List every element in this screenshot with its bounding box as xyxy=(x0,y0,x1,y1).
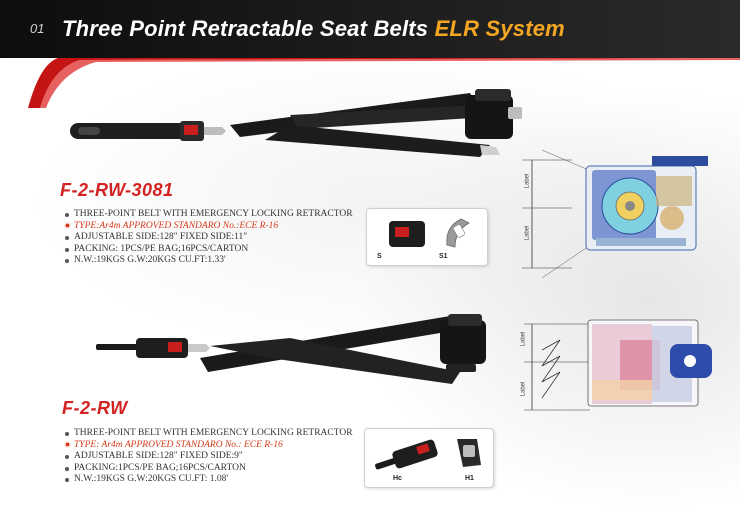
product-2-dimension-label-top: Label xyxy=(520,331,527,347)
spec-item: N.W.:19KGS G.W:20KGS CU.FT:1.33' xyxy=(64,255,353,267)
buckle-option-label: S1 xyxy=(439,253,448,260)
spec-item: ADJUSTABLE SIDE:128" FIXED SIDE:11" xyxy=(64,232,353,244)
spec-item: THREE-POINT BELT WITH EMERGENCY LOCKING … xyxy=(64,428,353,440)
product-1-spec-list: THREE-POINT BELT WITH EMERGENCY LOCKING … xyxy=(64,209,353,267)
page-number: 01 xyxy=(30,21,45,36)
product-2-dimension-label-bottom: Label xyxy=(520,381,527,397)
buckle-option-label: Hc xyxy=(393,475,402,482)
spec-item: THREE-POINT BELT WITH EMERGENCY LOCKING … xyxy=(64,209,353,221)
title-accent: ELR System xyxy=(434,16,565,41)
spec-item: PACKING:1PCS/PE BAG;16PCS/CARTON xyxy=(64,463,353,475)
product-1-model-name: F-2-RW-3081 xyxy=(60,180,174,200)
product-2-retractor-diagram xyxy=(524,319,712,411)
product-2-model-name: F-2-RW xyxy=(62,398,128,418)
buckle-s-icon xyxy=(389,221,425,247)
spec-item-type: TYPE: Ar4m APPROVED STANDARO No.: ECE R-… xyxy=(64,440,353,452)
spec-item-type: TYPE:Ar4m APPROVED STANDARO No.:ECE R-16 xyxy=(64,221,353,233)
product-1-buckle-options: S S1 xyxy=(366,208,488,266)
buckle-s1-icon xyxy=(446,218,470,248)
product-1-dimension-label-bottom: Label xyxy=(524,225,531,241)
buckle-option-label: H1 xyxy=(465,475,474,482)
buckle-hc-icon xyxy=(375,439,438,470)
page-title: Three Point Retractable Seat Belts ELR S… xyxy=(62,16,565,42)
spec-item: N.W.:19KGS G.W:20KGS CU.FT: 1.08' xyxy=(64,474,353,486)
product-1-retractor-diagram xyxy=(522,149,708,279)
product-1-dimension-label-top: Label xyxy=(524,173,531,189)
product-2-belt-photo xyxy=(96,314,486,384)
buckle-h1-icon xyxy=(457,439,481,467)
title-main: Three Point Retractable Seat Belts xyxy=(62,16,429,41)
header-bar xyxy=(0,0,740,58)
spec-item: ADJUSTABLE SIDE:128" FIXED SIDE:9" xyxy=(64,451,353,463)
product-2-buckle-options: Hc H1 xyxy=(364,428,494,488)
spec-item: PACKING: 1PCS/PE BAG;16PCS/CARTON xyxy=(64,244,353,256)
product-2-spec-list: THREE-POINT BELT WITH EMERGENCY LOCKING … xyxy=(64,428,353,486)
buckle-option-label: S xyxy=(377,253,382,260)
product-1-belt-photo xyxy=(70,89,522,157)
